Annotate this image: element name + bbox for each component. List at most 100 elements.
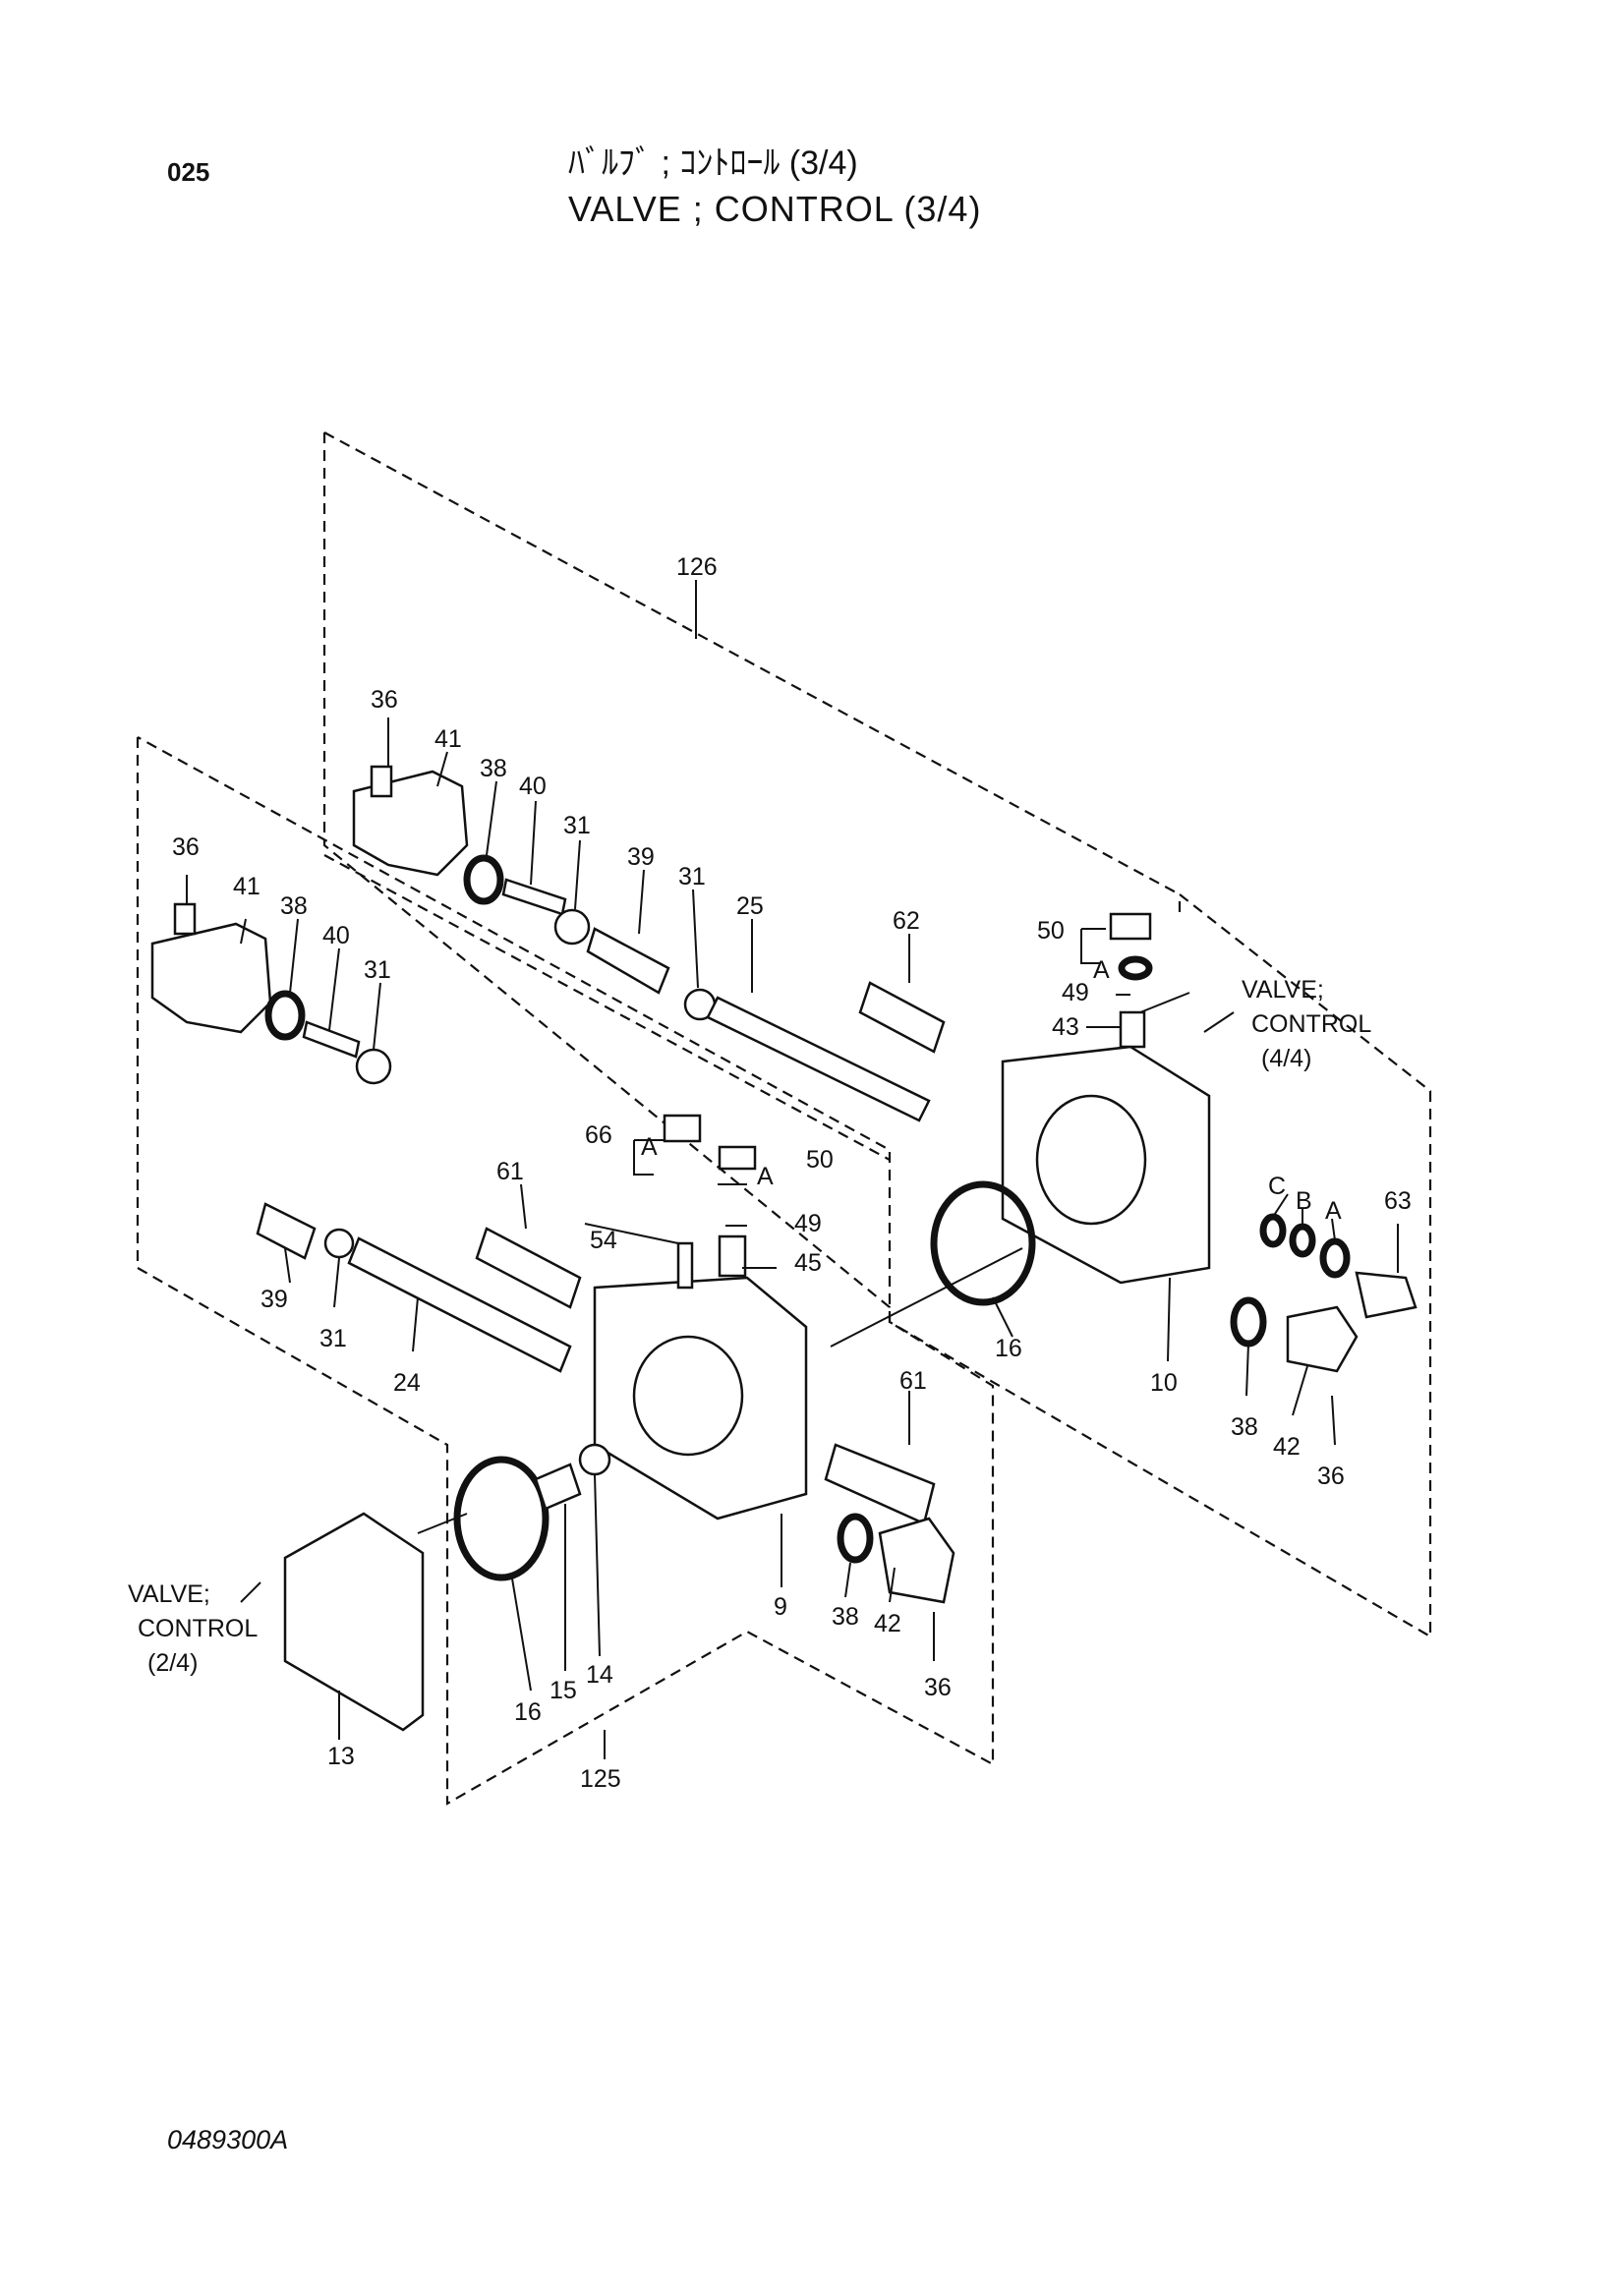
body-10-bore bbox=[1035, 1094, 1147, 1226]
part-label: 36 bbox=[1317, 1463, 1345, 1490]
title-japanese: ﾊﾞﾙﾌﾞ ; ｺﾝﾄﾛｰﾙ (3/4) bbox=[568, 144, 858, 182]
letter-c: C bbox=[1268, 1173, 1286, 1200]
part-label: 61 bbox=[899, 1367, 927, 1395]
cover-13 bbox=[283, 1512, 425, 1732]
part-label: 40 bbox=[322, 922, 350, 949]
seat-31-upper-a bbox=[553, 908, 591, 946]
part-label: 49 bbox=[1062, 979, 1089, 1006]
body-9-bore bbox=[632, 1335, 744, 1457]
spool-25 bbox=[706, 996, 931, 1122]
plug-50-lower bbox=[718, 1145, 757, 1171]
part-label: 126 bbox=[676, 553, 718, 581]
bolt-36-lower bbox=[173, 902, 197, 936]
part-label: 43 bbox=[1052, 1013, 1079, 1041]
oring-c bbox=[1259, 1213, 1287, 1248]
assembly-125-outline-inner bbox=[323, 854, 891, 1161]
part-label: 13 bbox=[327, 1743, 355, 1770]
part-label: 14 bbox=[586, 1661, 613, 1689]
part-label: 9 bbox=[774, 1593, 787, 1621]
oring-16-upper bbox=[930, 1180, 1036, 1306]
part-label: 66 bbox=[585, 1121, 612, 1149]
part-label: 38 bbox=[480, 755, 507, 782]
ref-valve-2-line1: VALVE; bbox=[128, 1580, 210, 1608]
plug-66 bbox=[663, 1114, 702, 1143]
part-label: 31 bbox=[678, 863, 706, 890]
leader-lines bbox=[186, 580, 1399, 1759]
assembly-126-outline bbox=[322, 432, 1432, 1638]
part-label: 50 bbox=[1037, 917, 1065, 945]
letter-a-lower-right: A bbox=[757, 1163, 774, 1190]
ref-valve-4-line3: (4/4) bbox=[1261, 1045, 1311, 1072]
relief-62 bbox=[858, 981, 946, 1054]
part-label: 41 bbox=[434, 725, 462, 753]
oring-b bbox=[1289, 1223, 1316, 1258]
letter-b: B bbox=[1296, 1187, 1312, 1215]
part-label: 63 bbox=[1384, 1187, 1412, 1215]
oring-38-upper bbox=[463, 854, 504, 905]
part-label: 40 bbox=[519, 773, 547, 800]
valve-54 bbox=[676, 1241, 694, 1290]
oring-38-side-lower bbox=[837, 1513, 874, 1564]
part-label: 38 bbox=[280, 892, 308, 920]
relief-61-upper bbox=[475, 1227, 582, 1309]
pin-40-upper bbox=[501, 878, 567, 916]
spring-39-upper bbox=[586, 927, 670, 995]
letter-a-side: A bbox=[1325, 1197, 1342, 1225]
oring-38-side-upper bbox=[1230, 1296, 1267, 1348]
part-label: 45 bbox=[794, 1249, 822, 1277]
part-label: 16 bbox=[514, 1698, 542, 1726]
part-label: 42 bbox=[1273, 1433, 1301, 1461]
drawing-code: 0489300A bbox=[167, 2125, 289, 2154]
oring-38-lower bbox=[264, 990, 306, 1041]
ref-valve-4-line1: VALVE; bbox=[1242, 976, 1324, 1004]
assembly-125-outline bbox=[136, 736, 995, 1806]
letter-a-lower-left: A bbox=[641, 1133, 658, 1161]
part-label: 36 bbox=[924, 1674, 952, 1701]
bolt-36-upper bbox=[370, 765, 393, 798]
poppet-45 bbox=[718, 1234, 747, 1278]
part-label: 36 bbox=[371, 686, 398, 714]
oring-16-lower bbox=[453, 1456, 550, 1581]
part-label: 31 bbox=[563, 812, 591, 839]
seat-31-lower-b bbox=[323, 1228, 355, 1259]
oring-a-upper bbox=[1118, 955, 1153, 981]
relief-61-side bbox=[824, 1443, 936, 1525]
part-label: 125 bbox=[580, 1765, 621, 1793]
plug-63 bbox=[1355, 1271, 1418, 1319]
ref-valve-2-line2: CONTROL bbox=[138, 1615, 258, 1642]
seat-31-lower-a bbox=[355, 1048, 392, 1085]
part-label: 39 bbox=[260, 1286, 288, 1313]
poppet-43-upper bbox=[1119, 1010, 1146, 1049]
pin-40-lower bbox=[302, 1020, 361, 1059]
part-label: 31 bbox=[319, 1325, 347, 1352]
page-number: 025 bbox=[167, 157, 210, 187]
spring-39-lower bbox=[256, 1202, 317, 1260]
piston-14 bbox=[578, 1443, 611, 1476]
part-label: 10 bbox=[1150, 1369, 1178, 1397]
spring-15 bbox=[534, 1463, 582, 1511]
plug-50-upper bbox=[1109, 912, 1152, 941]
part-label: 15 bbox=[550, 1677, 577, 1704]
part-label: 54 bbox=[590, 1227, 617, 1254]
flange-42-lower bbox=[878, 1517, 955, 1604]
part-label: 50 bbox=[806, 1146, 834, 1174]
assembly-126-outline-top bbox=[323, 431, 1181, 895]
flange-42-upper bbox=[1286, 1305, 1359, 1373]
part-label: 39 bbox=[627, 843, 655, 871]
part-label: 61 bbox=[496, 1158, 524, 1185]
spool-24 bbox=[347, 1236, 572, 1373]
flange-41-lower bbox=[150, 922, 272, 1034]
ref-valve-2-line3: (2/4) bbox=[147, 1649, 198, 1677]
part-label: 38 bbox=[832, 1603, 859, 1631]
oring-a-side bbox=[1319, 1237, 1351, 1279]
title-english: VALVE ; CONTROL (3/4) bbox=[568, 189, 982, 229]
ref-valve-4-line2: CONTROL bbox=[1251, 1010, 1371, 1038]
part-label: 31 bbox=[364, 956, 391, 984]
part-label: 36 bbox=[172, 833, 200, 861]
part-label: 41 bbox=[233, 873, 260, 900]
part-label: 24 bbox=[393, 1369, 421, 1397]
part-label: 42 bbox=[874, 1610, 901, 1637]
letter-a-upper: A bbox=[1093, 956, 1110, 984]
part-label: 16 bbox=[995, 1335, 1022, 1362]
